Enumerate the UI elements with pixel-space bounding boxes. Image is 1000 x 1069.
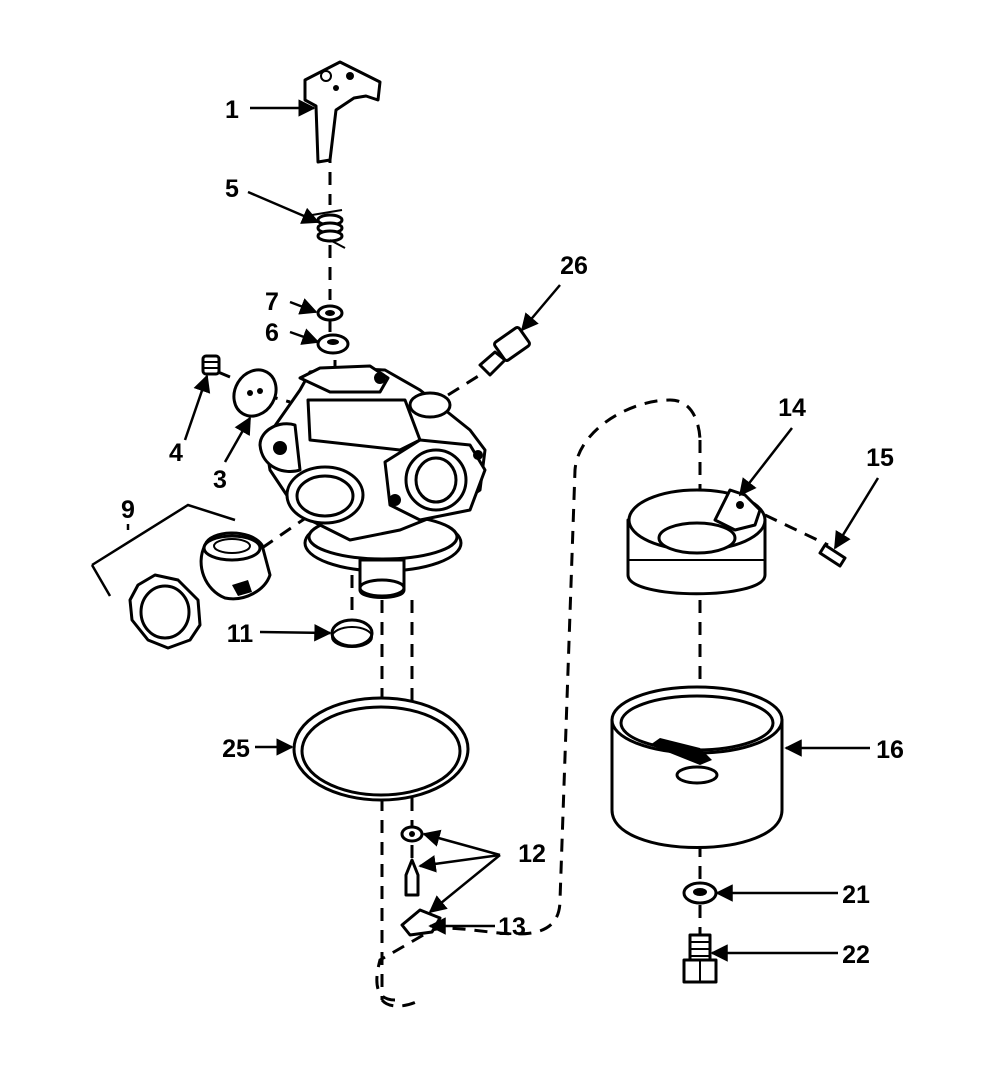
callout-26: 26 bbox=[560, 252, 588, 280]
part-26-fitting bbox=[478, 326, 531, 377]
part-13-clip bbox=[400, 908, 442, 937]
callout-25: 25 bbox=[222, 735, 250, 763]
callout-22: 22 bbox=[842, 941, 870, 969]
callout-3: 3 bbox=[213, 466, 227, 494]
callout-9: 9 bbox=[121, 496, 135, 524]
part-1-throttle-bracket bbox=[303, 60, 382, 164]
part-3-throttle-plate bbox=[232, 368, 278, 418]
callout-1: 1 bbox=[225, 96, 239, 124]
part-5-spring bbox=[311, 209, 346, 249]
callout-4: 4 bbox=[169, 439, 183, 467]
part-12-needle bbox=[404, 858, 420, 897]
callout-13: 13 bbox=[498, 913, 526, 941]
callout-11: 11 bbox=[227, 620, 254, 648]
callout-7: 7 bbox=[265, 288, 279, 316]
callout-14: 14 bbox=[778, 394, 806, 422]
callout-16: 16 bbox=[876, 736, 904, 764]
callout-5: 5 bbox=[225, 175, 239, 203]
callout-21: 21 bbox=[842, 881, 870, 909]
part-6-seal bbox=[316, 333, 350, 355]
part-25-o-ring bbox=[292, 696, 470, 802]
part-14-float bbox=[626, 488, 767, 596]
part-7-washer bbox=[316, 304, 344, 322]
callout-12: 12 bbox=[518, 840, 546, 868]
callout-labels: 1 5 7 6 4 3 9 11 25 12 13 26 14 15 16 21… bbox=[121, 96, 904, 969]
part-21-washer bbox=[682, 881, 718, 905]
part-15-pin bbox=[818, 543, 847, 568]
callout-6: 6 bbox=[265, 319, 279, 347]
leader-lines bbox=[90, 99, 880, 962]
carburetor-body bbox=[258, 364, 487, 599]
part-9-retainer bbox=[128, 573, 202, 650]
part-9-primer-bulb bbox=[199, 531, 272, 601]
part-4-screw bbox=[201, 354, 221, 376]
part-16-float-bowl bbox=[610, 685, 784, 849]
callout-15: 15 bbox=[866, 444, 894, 472]
part-12-washer bbox=[400, 825, 424, 843]
part-11-plug bbox=[330, 618, 374, 648]
part-22-bowl-nut bbox=[682, 933, 718, 984]
